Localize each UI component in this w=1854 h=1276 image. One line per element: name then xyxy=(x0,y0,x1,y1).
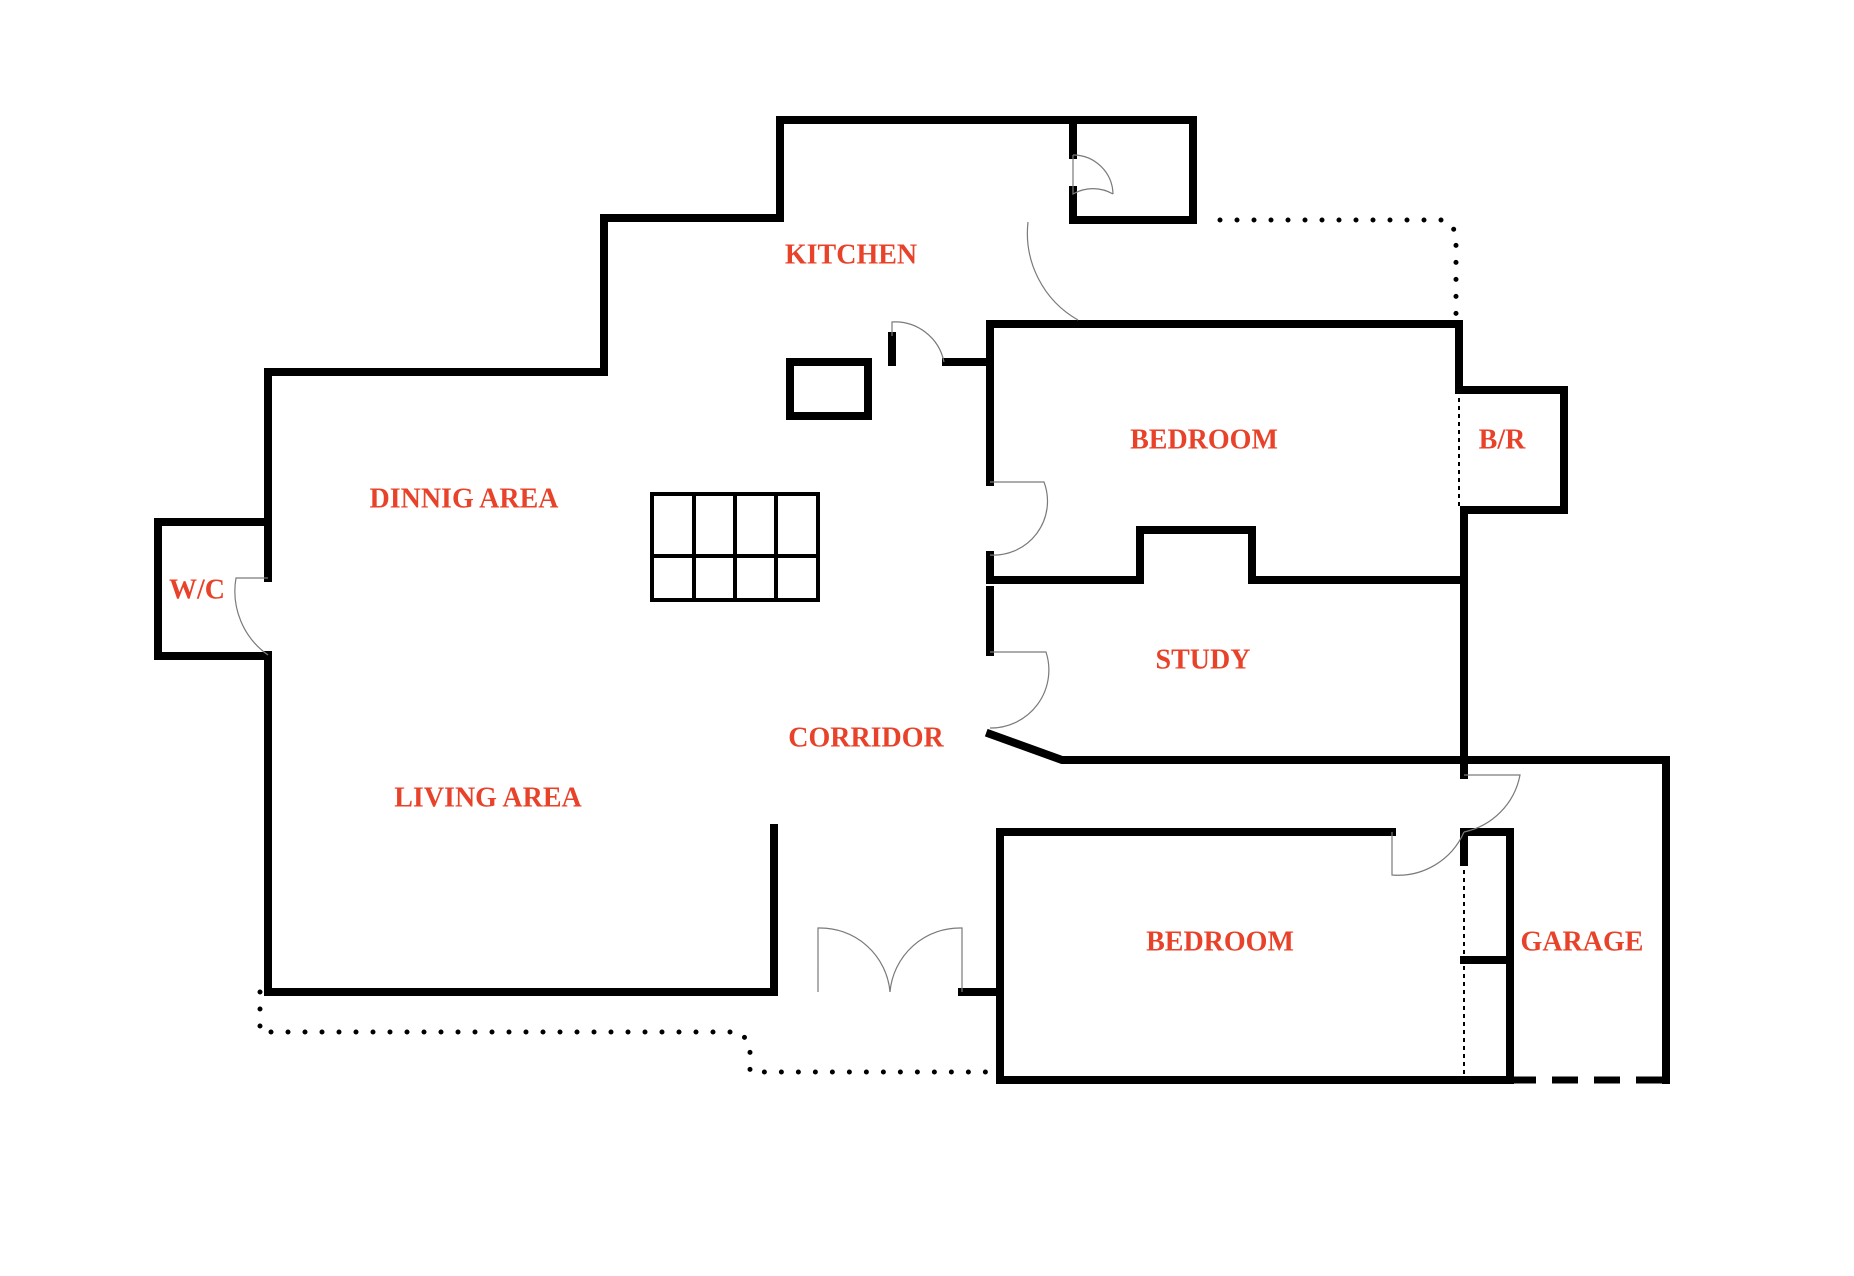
door-main-entrance xyxy=(817,927,891,993)
label-living-area: LIVING AREA xyxy=(394,782,582,813)
label-kitchen: KITCHEN xyxy=(785,239,917,270)
label-bedroom-bottom: BEDROOM xyxy=(1146,926,1294,957)
label-corridor: CORRIDOR xyxy=(788,722,944,753)
door-kitchen-exterior xyxy=(1026,221,1079,321)
door-kitchen-corridor xyxy=(891,321,945,363)
door-bedroom-top xyxy=(989,481,1049,556)
label-dining-area: DINNIG AREA xyxy=(369,483,559,514)
site-boundary xyxy=(257,217,1666,1084)
doors xyxy=(234,154,1521,993)
bedroom-top-walls xyxy=(986,320,1568,586)
wc-walls xyxy=(154,518,272,660)
dotted-boundary-top xyxy=(1217,217,1459,323)
label-br: B/R xyxy=(1479,424,1526,455)
door-wc xyxy=(234,577,269,656)
door-kitchen-closet xyxy=(1072,155,1114,196)
study-bottom-wall xyxy=(984,728,1670,1084)
outer-wall-left-lower xyxy=(264,651,770,996)
outer-wall-main xyxy=(264,116,1197,582)
label-bedroom-top: BEDROOM xyxy=(1130,424,1278,455)
door-bedroom-bottom xyxy=(1463,774,1521,833)
closet-box xyxy=(786,358,872,420)
dotted-boundary-bottom xyxy=(257,989,993,1075)
staircase xyxy=(650,492,820,602)
room-labels: KITCHEN DINNIG AREA W/C LIVING AREA CORR… xyxy=(169,239,1643,957)
study-top-wall xyxy=(986,526,1468,584)
label-study: STUDY xyxy=(1156,644,1251,675)
door-study xyxy=(989,651,1050,729)
label-garage: GARAGE xyxy=(1521,926,1644,957)
label-wc: W/C xyxy=(169,574,225,605)
